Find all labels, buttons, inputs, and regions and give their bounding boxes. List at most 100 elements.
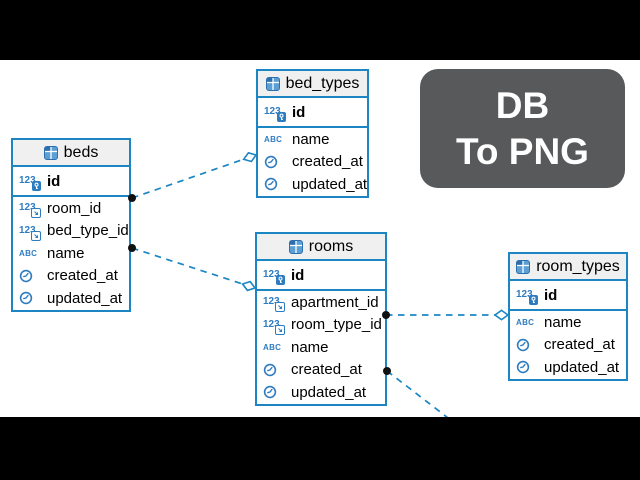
letterbox-top (0, 0, 640, 60)
column-type-icon-slot: 123 (19, 203, 41, 219)
primary-key-badge (528, 295, 538, 305)
table-title: rooms (308, 237, 354, 255)
column-name: created_at (544, 336, 615, 354)
numeric-pk-icon: 123 (264, 107, 286, 122)
column-name: apartment_id (291, 293, 379, 311)
table-header: room_types (510, 254, 626, 281)
column-name: updated_at (544, 358, 620, 376)
numeric-fk-icon: 123 (19, 225, 41, 241)
column-name: id (291, 266, 305, 284)
entity-table-rooms[interactable]: rooms 123 id 123 apartment_id 123 room_t… (255, 232, 387, 406)
column-name: name (292, 130, 330, 148)
column-row: updated_at (257, 381, 385, 404)
column-name: name (544, 313, 582, 331)
table-title: room_types (536, 257, 620, 275)
entity-table-beds[interactable]: beds 123 id 123 room_id 123 bed_type_id … (11, 138, 131, 312)
column-row: 123 id (510, 281, 626, 309)
badge-line2: To PNG (456, 130, 589, 172)
table-icon (43, 145, 58, 160)
column-type-icon-slot (264, 155, 286, 169)
datetime-icon (516, 338, 530, 351)
column-type-icon-slot: 123 (263, 319, 285, 335)
entity-table-bed_types[interactable]: bed_types 123 id ABC name created_at upd… (256, 69, 369, 198)
column-name: bed_type_id (47, 222, 129, 240)
numeric-fk-icon: 123 (263, 297, 285, 313)
column-type-icon-slot (264, 177, 286, 191)
column-type-icon-slot (19, 291, 41, 305)
foreign-key-badge (274, 324, 285, 335)
column-type-icon-slot: 123 (263, 297, 285, 313)
foreign-key-badge (274, 302, 285, 313)
column-row: created_at (13, 265, 129, 288)
column-type-icon-slot: 123 (263, 270, 285, 285)
column-name: updated_at (291, 383, 367, 401)
column-type-icon-slot (516, 360, 538, 374)
column-row: created_at (257, 359, 385, 382)
datetime-icon (264, 178, 278, 191)
column-row: 123 apartment_id (257, 291, 385, 314)
text-type-icon: ABC (264, 134, 283, 144)
entity-table-room_types[interactable]: room_types 123 id ABC name created_at up… (508, 252, 628, 381)
table-attr-section: ABC name created_at updated_at (510, 311, 626, 379)
column-name: id (47, 172, 61, 190)
text-type-icon: ABC (516, 317, 535, 327)
primary-key-badge (31, 181, 41, 191)
datetime-icon (516, 361, 530, 374)
column-row: 123 room_type_id (257, 314, 385, 337)
column-row: updated_at (258, 173, 367, 196)
table-icon (265, 76, 280, 91)
table-icon (516, 259, 531, 274)
numeric-fk-icon: 123 (263, 319, 285, 335)
column-name: updated_at (47, 289, 123, 307)
column-row: updated_at (13, 287, 129, 310)
column-type-icon-slot: 123 (19, 225, 41, 241)
column-row: 123 id (13, 167, 129, 195)
table-key-section: 123 id (510, 281, 626, 311)
table-key-section: 123 id (13, 167, 129, 197)
numeric-pk-icon: 123 (19, 176, 41, 191)
column-row: ABC name (257, 336, 385, 359)
table-title: bed_types (285, 74, 360, 92)
primary-key-badge (276, 112, 286, 122)
column-row: updated_at (510, 356, 626, 379)
column-row: 123 id (257, 261, 385, 289)
column-type-icon-slot: ABC (263, 343, 285, 352)
column-type-icon-slot: ABC (516, 318, 538, 327)
column-type-icon-slot (19, 269, 41, 283)
datetime-icon (264, 155, 278, 168)
table-attr-section: ABC name created_at updated_at (258, 128, 367, 196)
datetime-icon (263, 386, 277, 399)
primary-key-badge (275, 275, 285, 285)
column-type-icon-slot: ABC (264, 135, 286, 144)
column-row: created_at (510, 334, 626, 357)
numeric-pk-icon: 123 (263, 270, 285, 285)
datetime-icon (19, 269, 33, 282)
column-row: 123 id (258, 98, 367, 126)
numeric-pk-icon: 123 (516, 290, 538, 305)
table-title: beds (63, 143, 99, 161)
column-name: id (292, 103, 306, 121)
column-name: name (47, 244, 85, 262)
table-attr-section: 123 room_id 123 bed_type_id ABC name cre… (13, 197, 129, 310)
column-name: created_at (292, 153, 363, 171)
db-to-png-badge: DB To PNG (420, 69, 625, 188)
foreign-key-badge (30, 230, 41, 241)
column-type-icon-slot: 123 (516, 290, 538, 305)
column-type-icon-slot: 123 (264, 107, 286, 122)
column-row: ABC name (13, 242, 129, 265)
column-name: name (291, 338, 329, 356)
column-type-icon-slot: ABC (19, 249, 41, 258)
column-type-icon-slot (263, 363, 285, 377)
text-type-icon: ABC (19, 248, 38, 258)
table-key-section: 123 id (257, 261, 385, 291)
datetime-icon (19, 292, 33, 305)
column-row: 123 room_id (13, 197, 129, 220)
column-name: updated_at (292, 175, 368, 193)
column-name: room_id (47, 199, 102, 217)
table-header: rooms (257, 234, 385, 261)
column-name: created_at (291, 361, 362, 379)
column-row: created_at (258, 151, 367, 174)
datetime-icon (263, 363, 277, 376)
column-name: id (544, 286, 558, 304)
